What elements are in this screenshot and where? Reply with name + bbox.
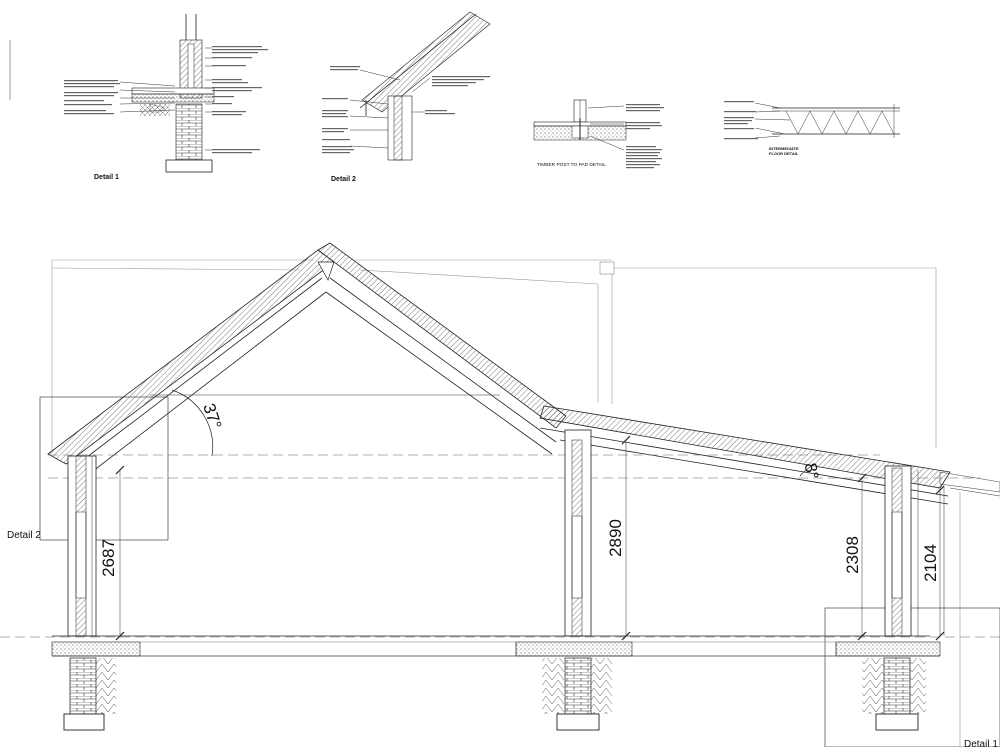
floor-detail-drawing	[724, 101, 900, 140]
detail-1-callout-label: Detail 1	[964, 739, 998, 747]
dimension-left-height: 2687	[99, 539, 118, 577]
detail-2-title: Detail 2	[331, 176, 356, 183]
detail-1-callout-box	[824, 607, 1000, 747]
detail-2-callout-label: Detail 2	[7, 530, 41, 541]
detail-2-drawing	[322, 11, 491, 161]
floor-detail-title-line2: FLOOR DETAIL	[769, 151, 799, 156]
roof-pitch-main: 37°	[199, 401, 225, 431]
detail-2-callout-box	[39, 396, 169, 541]
cross-section	[0, 242, 1000, 747]
dimension-middle-height: 2890	[606, 519, 625, 557]
post-pad-title: TIMBER POST TO PAD DETAIL	[537, 162, 606, 168]
detail-1-title: Detail 1	[94, 174, 119, 181]
roof-pitch-lean-to: 8°	[801, 461, 823, 480]
floor-detail-title-line1: INTERMEDIATE	[769, 146, 799, 151]
post-pad-drawing	[533, 99, 664, 169]
dimension-right-inner-height: 2308	[843, 536, 862, 574]
dimension-right-outer-height: 2104	[921, 544, 940, 582]
detail-1-drawing	[64, 14, 268, 173]
